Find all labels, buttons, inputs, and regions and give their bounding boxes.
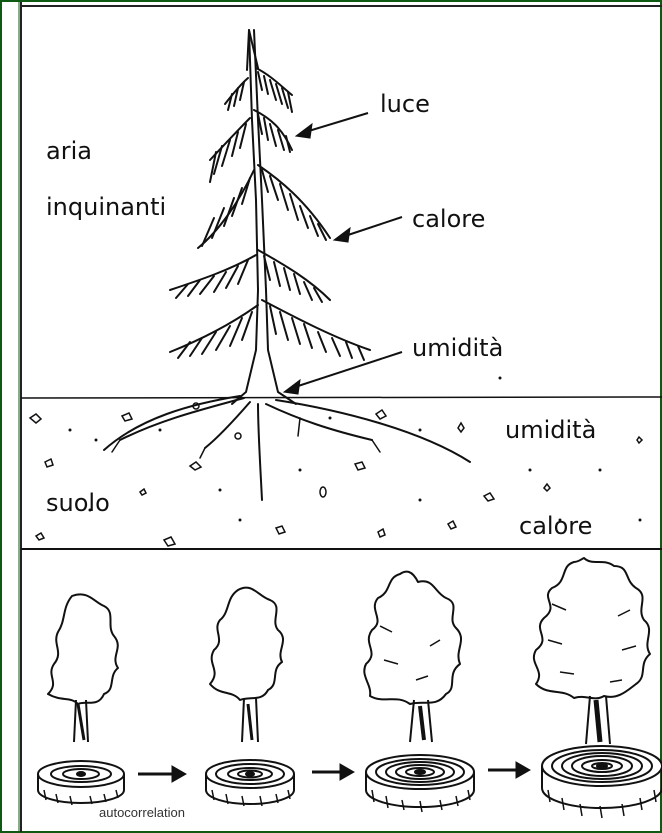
crown-2 xyxy=(210,588,283,700)
crown-3 xyxy=(364,572,461,704)
tree-ring-disc-1 xyxy=(38,761,124,805)
disc-arrow-2 xyxy=(312,764,354,780)
label-umidita: umidità xyxy=(412,334,503,362)
tree-trunk xyxy=(232,30,296,404)
label-luce: luce xyxy=(380,90,430,118)
label-umidita-soil: umidità xyxy=(505,416,596,444)
caption-autocorrelation: autocorrelation xyxy=(99,805,185,820)
tree-ring-disc-2 xyxy=(206,760,294,806)
arrow-umidita xyxy=(284,352,402,394)
crown-4 xyxy=(534,558,650,698)
tree-ring-disc-3 xyxy=(366,755,474,812)
label-calore: calore xyxy=(412,205,485,233)
tree-roots xyxy=(104,396,470,500)
branch-tier-4 xyxy=(170,250,330,300)
label-inquinanti: inquinanti xyxy=(46,193,166,221)
ground-line xyxy=(21,397,662,398)
label-suolo: suolo xyxy=(46,489,110,517)
tree-top xyxy=(247,30,258,70)
crown-sequence xyxy=(48,558,650,744)
label-aria: aria xyxy=(46,137,92,165)
disc-arrow-1 xyxy=(138,766,186,782)
arrow-luce xyxy=(296,113,368,138)
disc-arrow-3 xyxy=(488,762,530,778)
label-calore-soil: calore xyxy=(519,512,592,540)
tree-ring-disc-4 xyxy=(542,746,662,818)
arrow-calore xyxy=(334,217,402,242)
crown-1 xyxy=(48,594,118,704)
